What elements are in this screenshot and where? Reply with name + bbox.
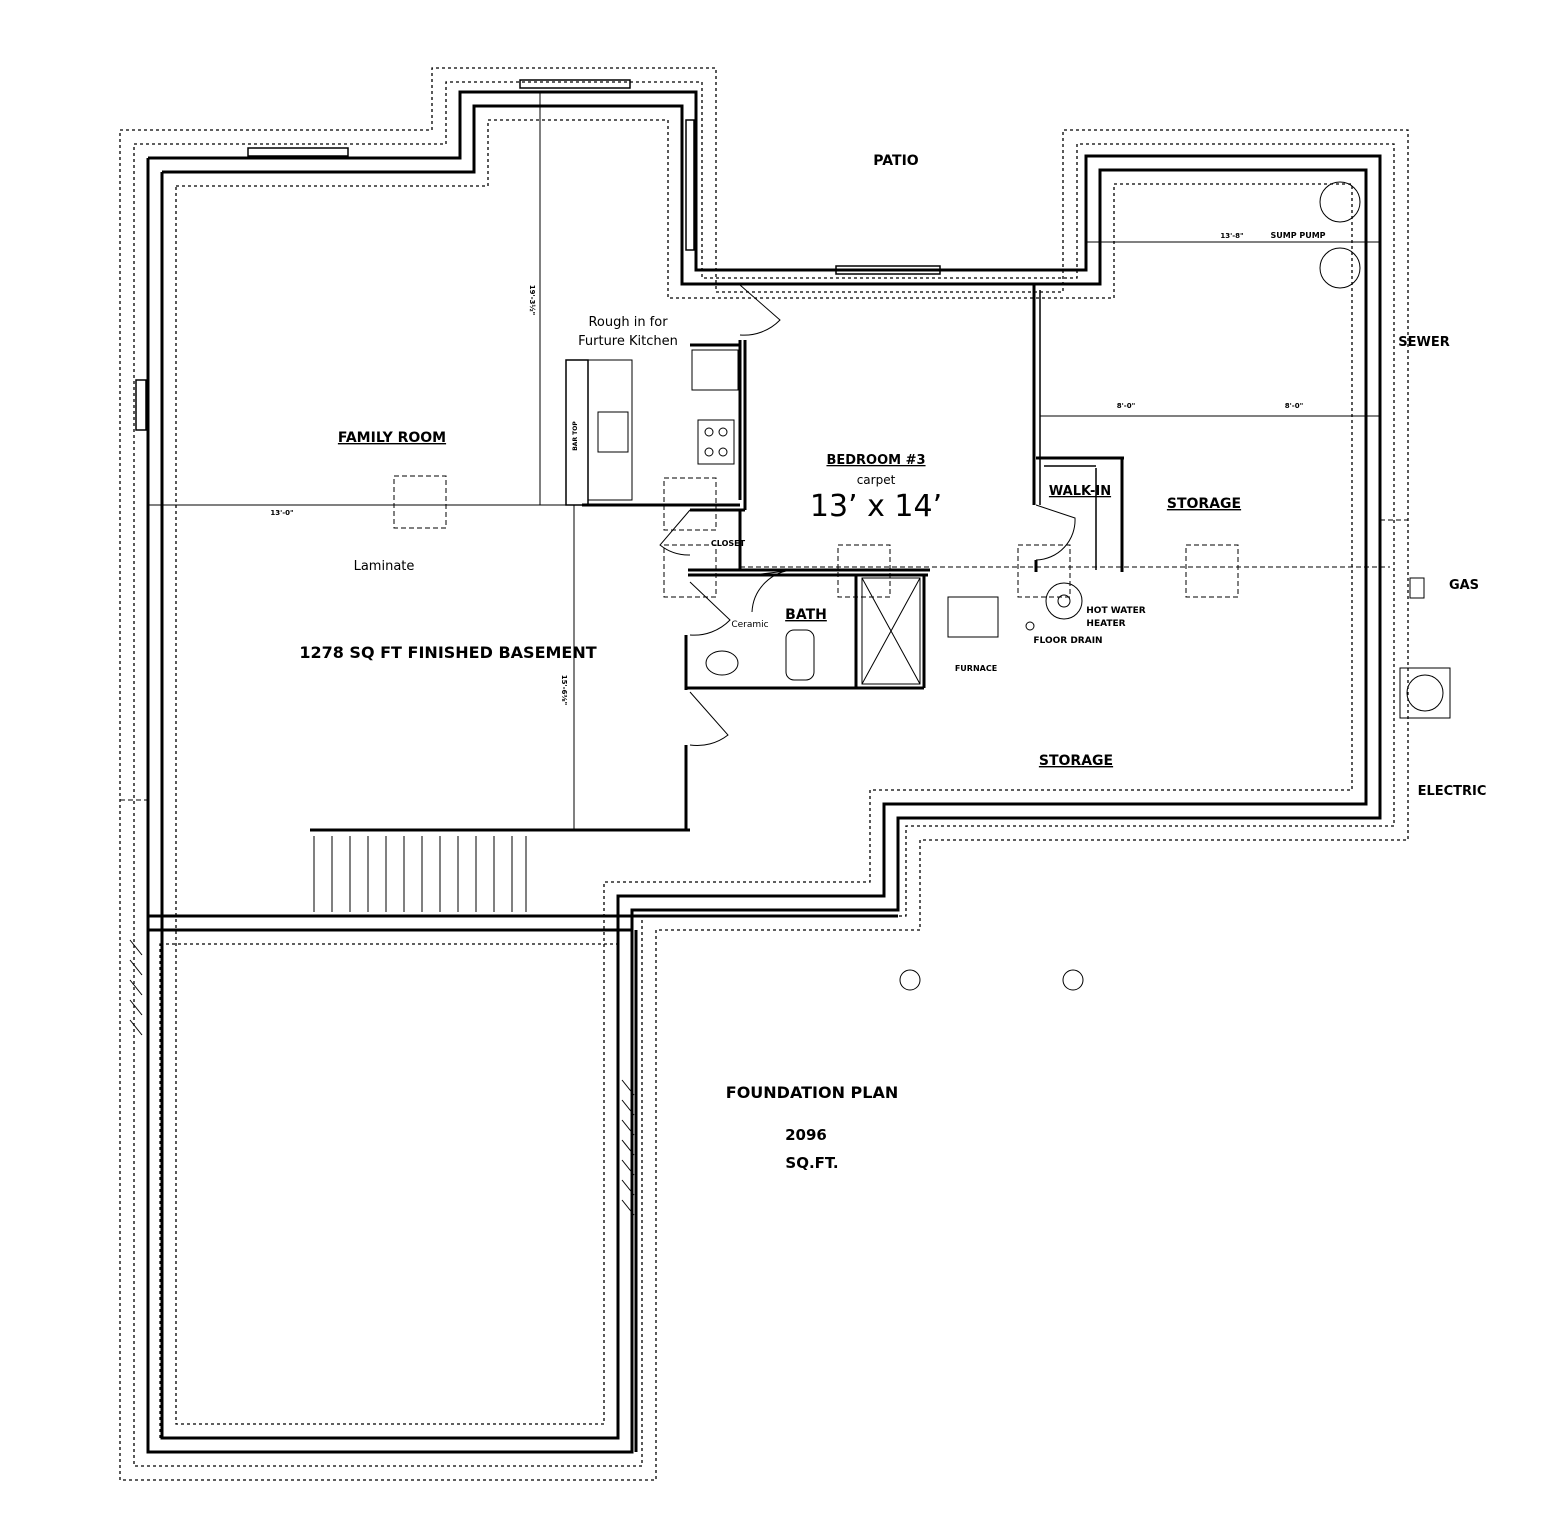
family-floor-label: Laminate [354,559,415,574]
foundation-title: FOUNDATION PLAN [726,1083,898,1102]
foundation-walls [146,90,1382,1454]
garage-inner-dotted [159,943,619,1439]
hot-water-label-2: HEATER [1086,619,1125,629]
dim-storage-width-right: 8'-0" [1285,402,1303,410]
interior-walls [310,284,1124,832]
ceiling-fixtures [393,475,1239,598]
bath-fixtures [705,577,921,685]
stairs [313,836,527,912]
sump-pump-icon [1319,181,1361,223]
dimension-lines [148,92,1380,830]
beam-lines [120,519,1408,801]
toilet-icon [785,629,815,681]
post-icon [899,969,921,991]
electric-label: ELECTRIC [1418,784,1487,799]
bath-sink-icon [705,650,739,676]
kitchen-label-line2: Furture Kitchen [578,334,678,349]
ac-unit-icon [1399,667,1451,719]
foundation-area-value: 2096 [785,1126,827,1144]
floor-drain-icon [1025,621,1035,631]
stove-icon [697,419,735,465]
dim-storage-width-left: 8'-0" [1117,402,1135,410]
post-icon [1062,969,1084,991]
sink-icon [597,411,629,453]
finished-basement-label: 1278 SQ FT FINISHED BASEMENT [299,643,596,662]
walk-in-label: WALK-IN [1049,484,1111,499]
closet-label: CLOSET [711,539,746,548]
foundation-area-unit: SQ.FT. [785,1154,838,1172]
water-heater-icon [1045,582,1083,620]
wall-hatch [129,939,635,1216]
dim-storage-depth: 13'-8" [1220,232,1243,240]
bedroom-size-label: 13’ x 14’ [810,489,942,524]
hot-water-label-1: HOT WATER [1086,606,1146,616]
sewer-label: SEWER [1398,335,1449,350]
sump-pump-label: SUMP PUMP [1270,231,1325,240]
gas-label: GAS [1449,578,1479,593]
kitchen-fixtures [565,349,739,506]
storage-lower-label: STORAGE [1039,753,1113,769]
sewer-pit-icon [1319,247,1361,289]
furnace-label: FURNACE [955,664,997,673]
mechanical-equipment [899,181,1451,991]
bedroom-floor-label: carpet [857,473,896,487]
shower-icon [861,577,921,685]
storage-upper-label: STORAGE [1167,496,1241,512]
doors [659,284,1076,747]
dim-family-depth-upper: 19'-3½" [528,285,536,316]
bath-floor-label: Ceramic [731,620,768,630]
windows [135,79,941,431]
patio-label: PATIO [873,153,918,169]
gas-meter-icon [1409,577,1425,599]
footing-outline [119,67,1409,1481]
dim-family-depth-lower: 15'-6⅜" [560,675,568,706]
kitchen-label-line1: Rough in for [588,315,668,330]
bar-top-label: BAR TOP [572,421,579,451]
furnace-icon [947,596,999,638]
family-room-label: FAMILY ROOM [338,430,446,446]
bath-label: BATH [785,607,827,623]
floor-drain-label: FLOOR DRAIN [1033,636,1102,646]
dim-family-width: 13'-0" [270,509,293,517]
garage-wall [146,928,634,1454]
bedroom-label: BEDROOM #3 [826,453,925,468]
